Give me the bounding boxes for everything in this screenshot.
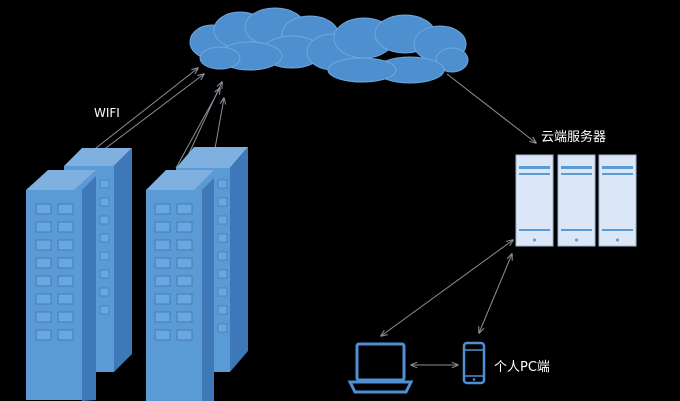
server-phone-arrow — [479, 254, 512, 333]
cloud-icon — [189, 7, 469, 84]
personal-pc-label: 个人PC端 — [494, 360, 550, 375]
uplink-arrow — [185, 82, 222, 161]
server-laptop-arrow — [381, 240, 513, 336]
uplink-arrow — [97, 74, 204, 155]
laptop-icon — [347, 342, 414, 394]
smartphone-icon — [462, 341, 486, 385]
wifi-label: WIFI — [94, 106, 120, 120]
server-rack-icon — [515, 154, 637, 247]
uplink-arrow — [213, 98, 224, 155]
office-building-icon — [26, 147, 248, 401]
uplink-arrows — [67, 68, 224, 171]
cloud-server-label: 云端服务器 — [541, 129, 606, 145]
cloud-server-arrow — [446, 73, 536, 143]
